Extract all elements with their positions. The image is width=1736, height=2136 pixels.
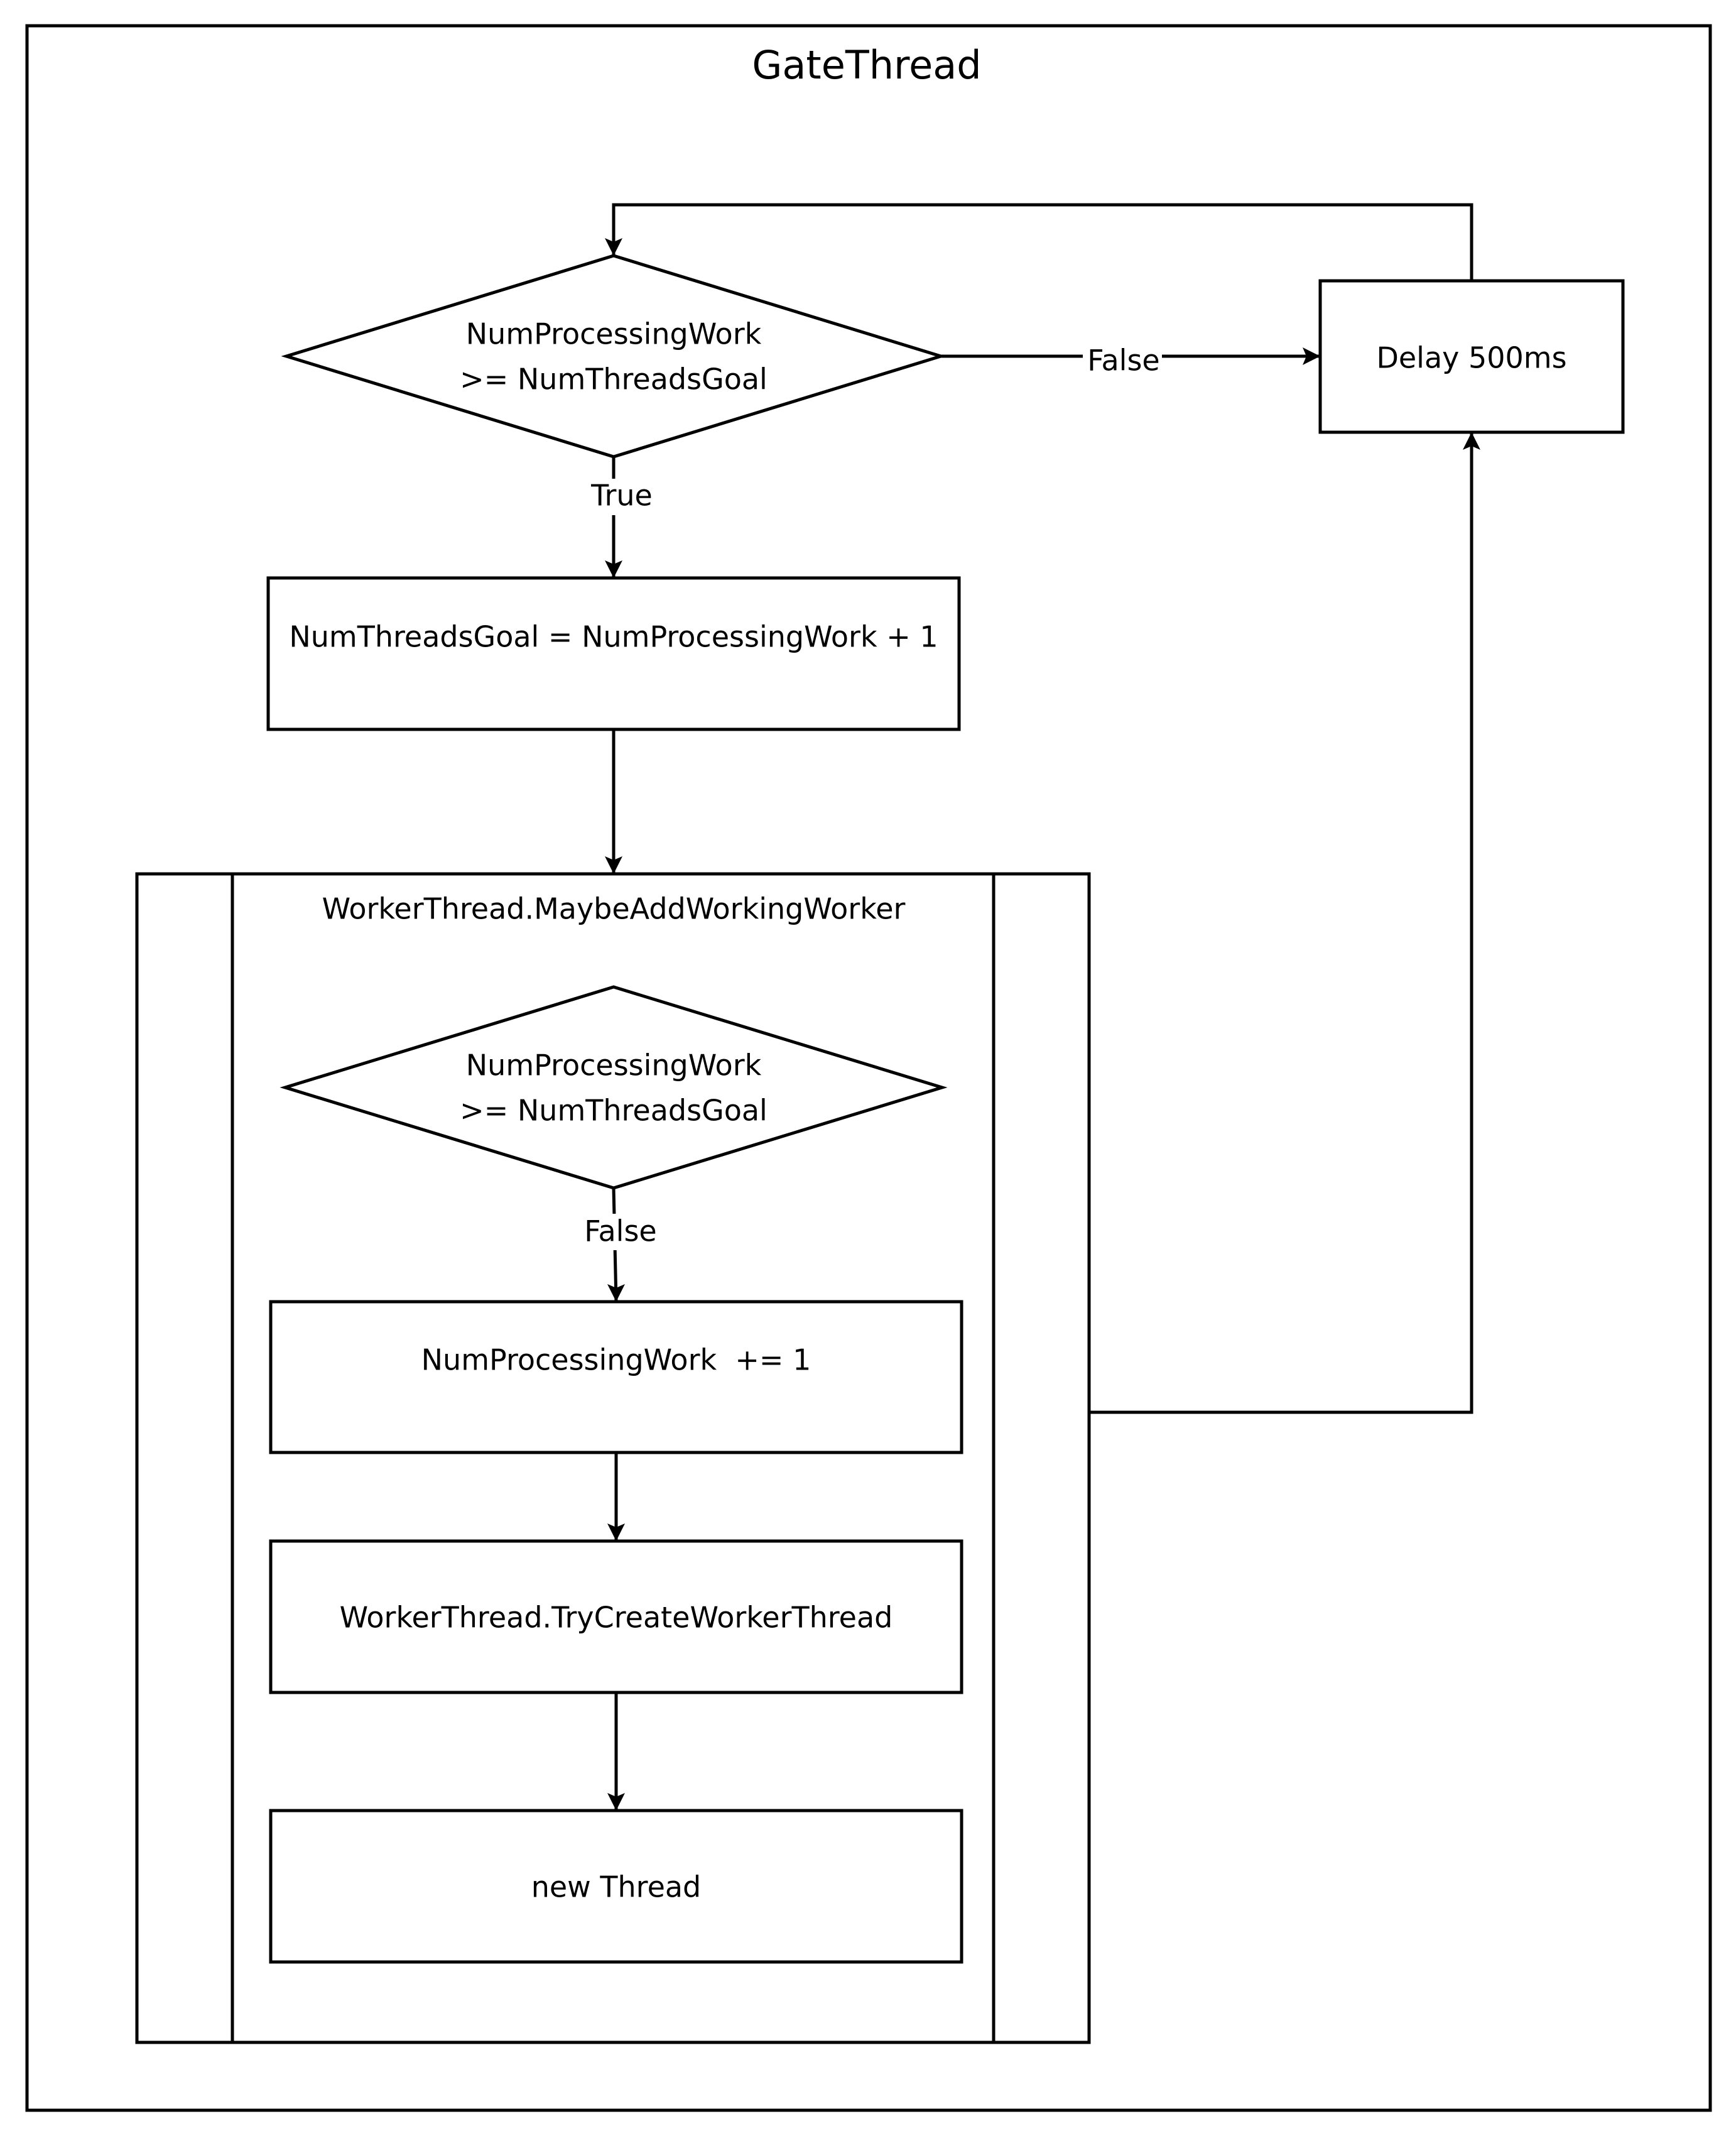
decision-top-line1: NumProcessingWork	[466, 317, 762, 351]
decision-inner-line2: >= NumThreadsGoal	[460, 1094, 768, 1128]
svg-text:False: False	[1087, 344, 1159, 378]
subprocess-label: WorkerThread.MaybeAddWorkingWorker	[322, 892, 906, 926]
delay-label: Delay 500ms	[1376, 341, 1566, 375]
edge-label-top-true: True	[581, 479, 663, 515]
arrowhead-try-create	[607, 1523, 625, 1541]
edge-label-top-false: False	[1083, 338, 1162, 378]
node-delay: Delay 500ms	[1318, 279, 1625, 434]
arrowhead-delay-left	[1303, 347, 1320, 365]
edge-subprocess-to-delay	[1089, 432, 1473, 1414]
arrowhead-increment	[607, 1284, 625, 1302]
node-try-create: WorkerThread.TryCreateWorkerThread	[269, 1539, 963, 1694]
node-set-goal: NumThreadsGoal = NumProcessingWork + 1	[266, 576, 961, 731]
increment-label: NumProcessingWork += 1	[421, 1343, 811, 1377]
decision-top: NumProcessingWork >= NumThreadsGoal	[281, 254, 947, 459]
decision-inner: NumProcessingWork >= NumThreadsGoal	[279, 985, 948, 1190]
node-increment: NumProcessingWork += 1	[269, 1300, 963, 1454]
svg-text:True: True	[590, 479, 653, 513]
set-goal-label: NumThreadsGoal = NumProcessingWork + 1	[289, 620, 938, 654]
arrowhead-subprocess	[605, 856, 622, 874]
arrowhead-new-thread	[607, 1793, 625, 1811]
try-create-label: WorkerThread.TryCreateWorkerThread	[340, 1601, 893, 1635]
edge-delay-to-top-decision	[612, 203, 1473, 281]
gatethread-title: GateThread	[752, 42, 981, 88]
decision-inner-line1: NumProcessingWork	[466, 1049, 762, 1082]
decision-top-line2: >= NumThreadsGoal	[460, 362, 768, 396]
arrowhead-top-decision	[605, 238, 622, 256]
svg-text:False: False	[584, 1214, 656, 1248]
new-thread-label: new Thread	[531, 1870, 702, 1904]
node-new-thread: new Thread	[269, 1809, 963, 1964]
edge-label-inner-false: False	[580, 1214, 662, 1250]
gatethread-frame	[25, 24, 1712, 2112]
arrowhead-set-goal	[605, 560, 622, 578]
arrowhead-delay-bottom	[1463, 432, 1480, 450]
